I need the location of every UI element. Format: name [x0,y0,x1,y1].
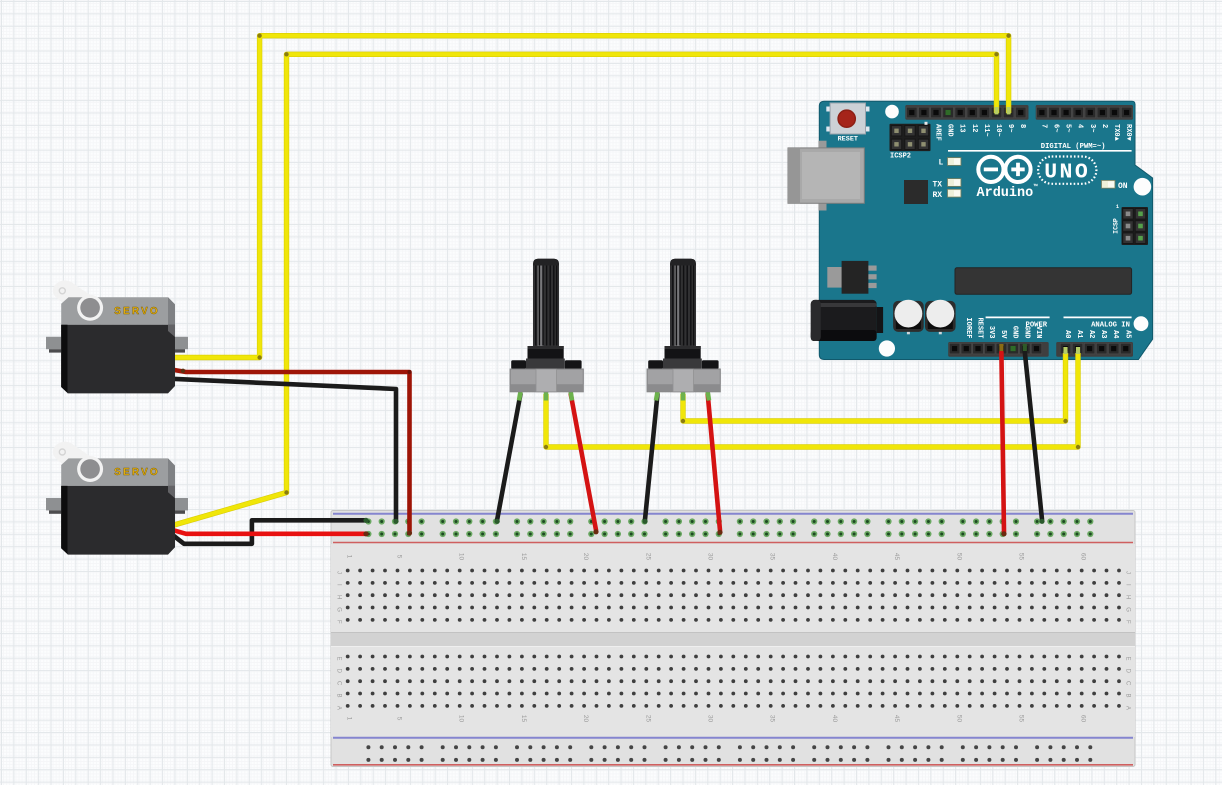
svg-text:1: 1 [346,555,353,559]
svg-text:™: ™ [1033,183,1038,192]
svg-text:Arduino: Arduino [977,186,1034,201]
svg-text:F: F [336,620,342,624]
svg-text:4: 4 [1076,124,1084,128]
svg-text:RX0▼: RX0▼ [1124,124,1132,142]
svg-text:GND: GND [1011,326,1019,339]
svg-text:25: 25 [644,553,651,561]
svg-text:40: 40 [831,553,838,561]
svg-text:5: 5 [396,555,403,559]
svg-text:A: A [1125,706,1131,710]
svg-text:J: J [336,571,342,574]
svg-text:3V3: 3V3 [987,326,995,339]
svg-text:RESET: RESET [976,317,984,338]
svg-text:ANALOG IN: ANALOG IN [1091,322,1130,330]
svg-text:45: 45 [893,553,900,561]
svg-text:15: 15 [520,715,527,723]
svg-text:ICSP: ICSP [1113,218,1120,234]
svg-text:10: 10 [458,715,465,723]
svg-text:8: 8 [1018,124,1026,128]
svg-text:GND: GND [1022,326,1030,339]
svg-text:A1: A1 [1075,330,1083,338]
svg-text:5V: 5V [999,330,1007,339]
svg-text:E: E [1125,656,1131,660]
svg-text:7: 7 [1039,124,1047,128]
svg-text:SERVO: SERVO [114,467,160,478]
svg-text:3~: 3~ [1088,124,1096,132]
svg-text:GND: GND [946,124,954,137]
svg-text:11~: 11~ [982,124,990,137]
svg-text:9~: 9~ [1006,124,1014,132]
svg-text:60: 60 [1080,715,1087,723]
svg-text:RESET: RESET [838,136,858,144]
svg-text:1: 1 [346,717,353,721]
svg-text:25: 25 [644,715,651,723]
svg-text:5: 5 [396,717,403,721]
svg-text:35: 35 [769,715,776,723]
svg-text:IOREF: IOREF [964,317,972,338]
svg-text:J: J [1125,571,1131,574]
svg-text:40: 40 [831,715,838,723]
svg-text:F: F [1125,620,1131,624]
svg-text:I: I [1125,584,1131,586]
svg-text:H: H [1125,595,1131,599]
svg-text:ON: ON [1118,182,1128,191]
svg-text:VIN: VIN [1034,326,1042,339]
svg-text:12: 12 [970,124,978,132]
svg-text:1: 1 [1116,204,1119,210]
svg-text:RX: RX [933,191,943,200]
svg-text:15: 15 [520,553,527,561]
svg-text:A: A [336,706,342,710]
svg-text:6~: 6~ [1052,124,1060,132]
svg-text:55: 55 [1018,553,1025,561]
svg-text:35: 35 [769,553,776,561]
svg-text:A3: A3 [1099,330,1107,338]
svg-text:10: 10 [458,553,465,561]
svg-text:A2: A2 [1087,330,1095,338]
svg-text:C: C [1125,681,1131,686]
svg-text:A0: A0 [1063,330,1071,338]
svg-text:ICSP2: ICSP2 [890,153,911,161]
svg-text:G: G [336,607,342,612]
svg-text:SERVO: SERVO [114,306,160,317]
svg-text:C: C [336,681,342,686]
svg-text:50: 50 [955,715,962,723]
svg-text:5~: 5~ [1064,124,1072,132]
svg-text:B: B [336,694,342,698]
svg-text:H: H [336,595,342,599]
svg-text:D: D [336,669,342,674]
svg-text:2: 2 [1100,124,1108,128]
svg-text:TX: TX [933,180,943,189]
svg-text:45: 45 [893,715,900,723]
svg-text:E: E [336,656,342,660]
svg-text:TX0▲: TX0▲ [1112,124,1120,142]
svg-text:30: 30 [707,715,714,723]
svg-text:L: L [939,159,944,168]
svg-text:POWER: POWER [1026,322,1048,330]
svg-text:A4: A4 [1111,330,1119,338]
svg-text:13: 13 [958,124,966,132]
svg-text:55: 55 [1018,715,1025,723]
svg-text:20: 20 [582,715,589,723]
svg-text:G: G [1125,607,1131,612]
svg-text:60: 60 [1080,553,1087,561]
svg-text:UNO: UNO [1044,161,1090,185]
svg-text:I: I [336,584,342,586]
svg-text:50: 50 [955,553,962,561]
svg-text:D: D [1125,669,1131,674]
svg-text:B: B [1125,694,1131,698]
svg-text:DIGITAL (PWM=~): DIGITAL (PWM=~) [1041,143,1106,151]
svg-text:20: 20 [582,553,589,561]
svg-text:10~: 10~ [994,124,1002,137]
svg-text:30: 30 [707,553,714,561]
svg-text:A5: A5 [1123,330,1131,338]
svg-text:AREF: AREF [934,124,942,141]
